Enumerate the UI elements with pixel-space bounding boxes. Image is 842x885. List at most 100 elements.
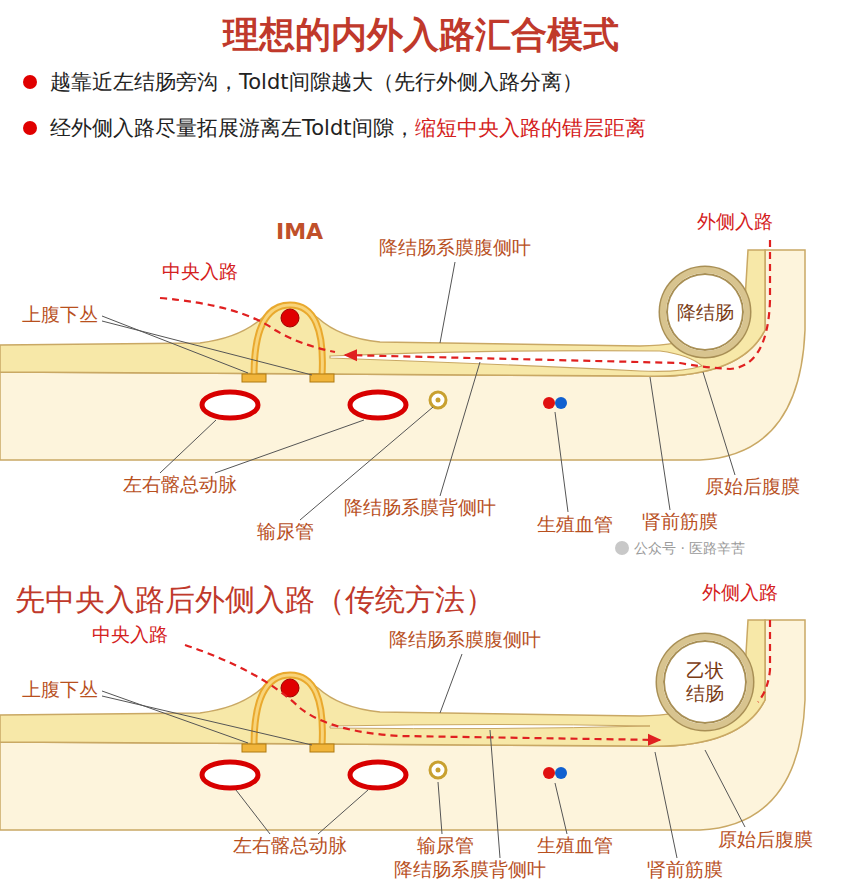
leader-line — [440, 262, 455, 343]
colon-circle: 降结肠 — [660, 267, 750, 357]
label-text: 公众号 · 医路辛苦 — [634, 540, 745, 556]
central-approach-path — [185, 645, 660, 740]
gonadal-vein — [555, 397, 567, 409]
label: 外侧入路 — [697, 211, 773, 233]
leader-lines — [102, 654, 745, 858]
label-text: 左右髂总动脉 — [233, 834, 347, 856]
colon-label: 乙状 结肠 — [676, 659, 734, 705]
label-text: 肾前筋膜 — [642, 510, 718, 532]
leader-line — [703, 372, 735, 475]
title: 理想的内外入路汇合模式 — [223, 14, 619, 55]
label: 外侧入路 — [702, 582, 778, 604]
toldt-space — [330, 725, 650, 729]
label: 上腹下丛 — [22, 304, 98, 326]
label: IMA — [276, 219, 323, 244]
label: 输尿管 — [417, 835, 474, 857]
label: 上腹下丛 — [22, 679, 98, 701]
label-text: 缩短中央入路的错层距离 — [415, 116, 646, 140]
label: 降结肠系膜背侧叶 — [344, 497, 496, 519]
label: 生殖血管 — [537, 835, 613, 857]
panel-two-paths — [185, 620, 770, 740]
label-text: 上腹下丛 — [22, 678, 98, 700]
leader-line — [655, 752, 677, 858]
label: 生殖血管 — [537, 514, 613, 536]
anatomy-section — [0, 620, 805, 830]
label: 输尿管 — [257, 521, 314, 543]
label-text: 生殖血管 — [537, 513, 613, 535]
anatomy-section — [0, 250, 805, 460]
label: 肾前筋膜 — [647, 859, 723, 881]
mesentery — [0, 250, 765, 376]
label-text: 输尿管 — [417, 834, 474, 856]
plexus-arch — [254, 305, 322, 376]
leader-line — [102, 321, 312, 375]
leader-line — [440, 654, 462, 713]
label-text: 外侧入路 — [702, 581, 778, 603]
leader-lines — [102, 262, 735, 520]
toldt-space — [330, 351, 702, 372]
label: 肾前筋膜 — [642, 511, 718, 533]
leader-line — [102, 691, 248, 743]
bullet-dot — [23, 121, 37, 135]
gonadal-artery — [543, 397, 555, 409]
label: 降结肠系膜腹侧叶 — [379, 237, 531, 259]
label: 公众号 · 医路辛苦 — [634, 540, 745, 556]
leader-line — [705, 750, 745, 827]
label-text: 外侧入路 — [697, 210, 773, 232]
label: 降结肠系膜腹侧叶 — [389, 629, 541, 651]
plexus-base — [310, 374, 334, 382]
label-text: 左右髂总动脉 — [123, 473, 237, 495]
label-text: 生殖血管 — [537, 834, 613, 856]
iliac-artery — [202, 392, 258, 418]
colon-circle: 乙状 结肠 — [657, 634, 753, 730]
label-text: 降结肠系膜腹侧叶 — [389, 628, 541, 650]
leader-line — [318, 790, 368, 834]
label-text: 肾前筋膜 — [647, 858, 723, 880]
label-text: 原始后腹膜 — [718, 828, 813, 850]
label: 左右髂总动脉 — [233, 835, 347, 857]
central-approach-path — [160, 298, 335, 352]
label-text: 降结肠系膜腹侧叶 — [379, 236, 531, 258]
ureter — [430, 392, 446, 408]
leader-line — [490, 730, 500, 858]
leader-line — [215, 420, 364, 473]
label: 降结肠系膜背侧叶 — [394, 859, 546, 881]
retroperitoneum — [0, 250, 805, 460]
label: 缩短中央入路的错层距离 — [415, 116, 646, 140]
label: 左右髂总动脉 — [123, 474, 237, 496]
label-text: 经外侧入路尽量拓展游离左Toldt间隙， — [50, 116, 415, 140]
label: 中央入路 — [162, 261, 238, 283]
label-text: 中央入路 — [92, 623, 168, 645]
watermark-icon — [615, 541, 629, 555]
leader-line — [236, 790, 270, 834]
label: 越靠近左结肠旁沟，Toldt间隙越大（先行外侧入路分离） — [50, 70, 583, 94]
leader-line — [102, 316, 248, 373]
ureter — [436, 398, 441, 403]
label-text: 降结肠系膜背侧叶 — [394, 858, 546, 880]
leader-line — [555, 412, 568, 512]
bullet-dot — [23, 75, 37, 89]
title-text: 理想的内外入路汇合模式 — [223, 14, 619, 55]
label-text: 先中央入路后外侧入路（传统方法） — [15, 582, 495, 617]
lateral-approach-path — [758, 620, 770, 702]
label: 原始后腹膜 — [718, 829, 813, 851]
label: 先中央入路后外侧入路（传统方法） — [15, 583, 495, 618]
label-text: 原始后腹膜 — [705, 475, 800, 497]
leader-line — [160, 420, 216, 473]
label: 经外侧入路尽量拓展游离左Toldt间隙， — [50, 116, 415, 140]
colon-label: 降结肠 — [677, 301, 734, 324]
plexus-arch — [254, 305, 322, 376]
label-text: 中央入路 — [162, 260, 238, 282]
label-text: 降结肠系膜背侧叶 — [344, 496, 496, 518]
leader-line — [440, 362, 480, 496]
leader-line — [650, 377, 670, 510]
leader-line — [438, 782, 442, 834]
ima-vessel — [281, 309, 299, 327]
iliac-artery — [350, 392, 406, 418]
lateral-approach-path — [345, 240, 770, 369]
label-text: 越靠近左结肠旁沟，Toldt间隙越大（先行外侧入路分离） — [50, 70, 583, 94]
label-text: 输尿管 — [257, 520, 314, 542]
leader-line — [555, 783, 567, 834]
label-text: IMA — [276, 219, 323, 244]
label: 原始后腹膜 — [705, 476, 800, 498]
